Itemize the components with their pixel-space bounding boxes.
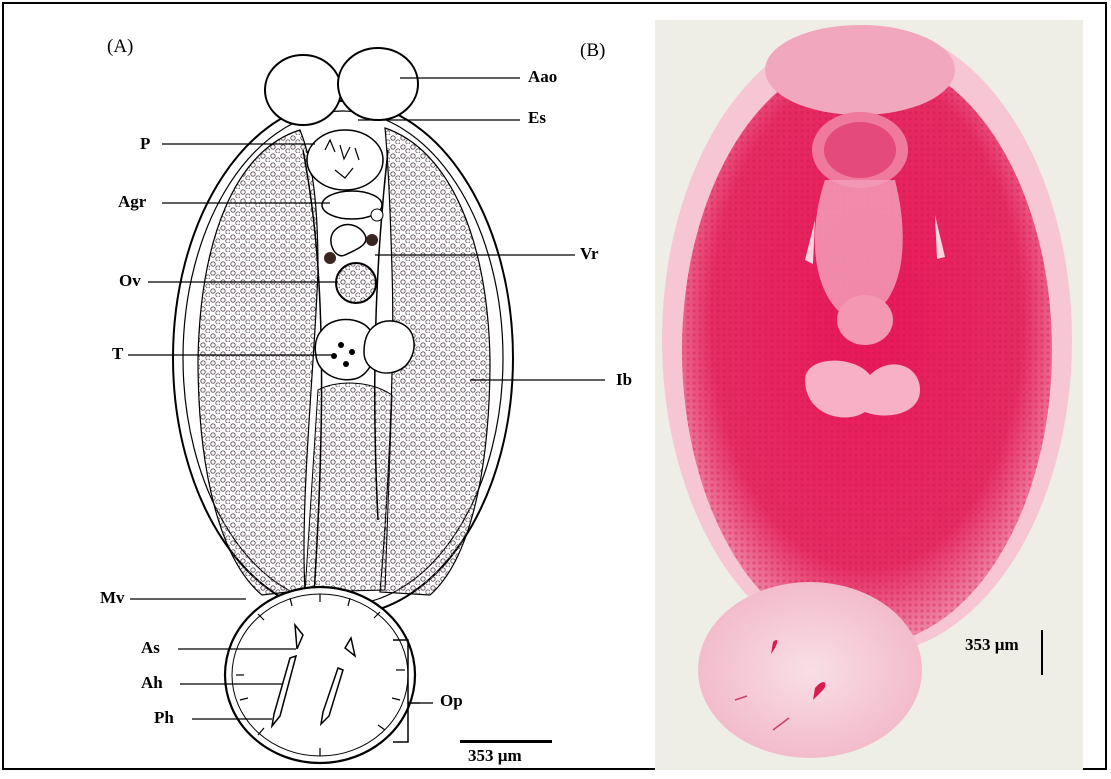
anterior-adhesive-organ-left	[265, 55, 341, 125]
testis-right	[364, 321, 414, 373]
scale-bar-a-line	[460, 740, 552, 743]
dark-blob-2	[366, 234, 378, 246]
label-as: As	[141, 638, 160, 658]
panel-b-micrograph: 353 µm	[655, 20, 1083, 770]
dark-blob-1	[324, 252, 336, 264]
pharynx	[307, 130, 383, 190]
stained-anterior	[765, 25, 955, 115]
label-ov: Ov	[119, 271, 141, 291]
label-ah: Ah	[141, 673, 163, 693]
panel-a-label: (A)	[107, 36, 133, 58]
opisthaptor	[225, 587, 415, 763]
ovary	[336, 263, 376, 303]
anterior-adhesive-organ-right	[338, 48, 418, 120]
label-agr: Agr	[118, 192, 146, 212]
panel-b-label: (B)	[580, 40, 605, 62]
scale-bar-b-line	[1041, 630, 1043, 675]
stained-testes	[805, 361, 920, 418]
label-ib: Ib	[616, 370, 632, 390]
stained-opisthaptor	[698, 582, 922, 758]
stained-ovary	[837, 295, 893, 345]
label-op: Op	[440, 691, 463, 711]
label-ph: Ph	[154, 708, 174, 728]
vitellaria-central	[305, 383, 392, 592]
scale-bar-a-text: 353 µm	[468, 746, 522, 766]
small-circle	[371, 209, 383, 221]
label-mv: Mv	[100, 588, 125, 608]
label-es: Es	[528, 108, 546, 128]
label-vr: Vr	[580, 244, 599, 264]
label-aao: Aao	[528, 67, 557, 87]
scale-bar-b-text: 353 µm	[965, 635, 1019, 655]
label-p: P	[140, 134, 150, 154]
label-t: T	[112, 344, 123, 364]
